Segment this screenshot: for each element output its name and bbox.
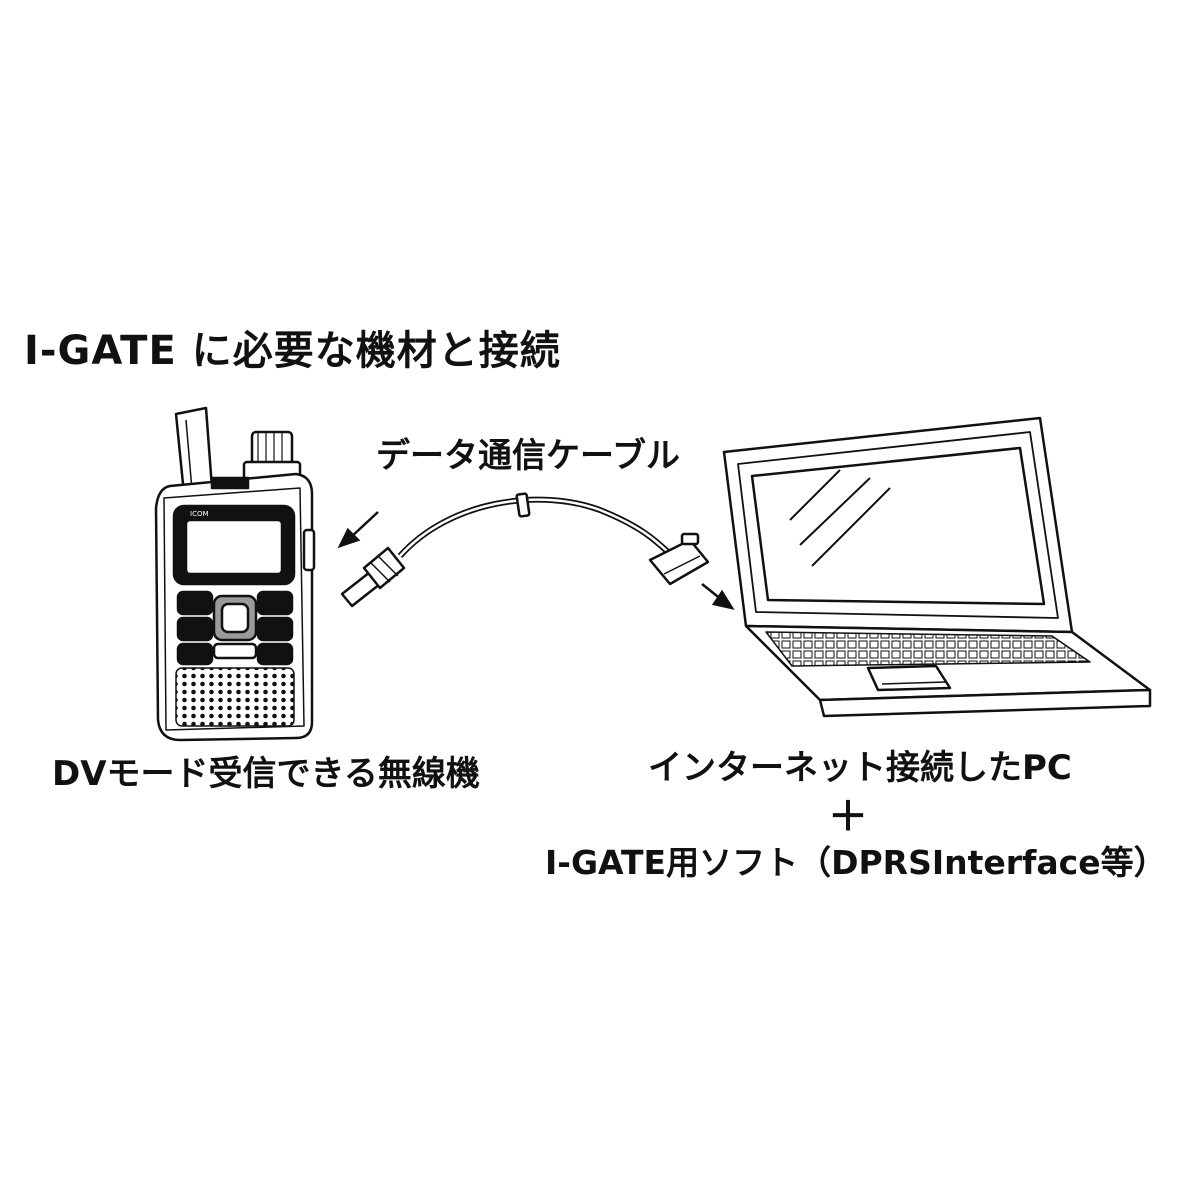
display [184,518,284,576]
diagram-title: I-GATE に必要な機材と接続 [24,328,561,374]
laptop-keyboard [765,631,1091,667]
laptop-front-edge [818,688,1152,718]
arrow-to-radio [337,511,379,549]
laptop-screen [750,446,1046,606]
arrow-to-pc [701,583,735,610]
cable-plug-body [362,546,406,590]
speaker-grille [175,667,295,727]
laptop-illustration [722,416,1152,718]
laptop-touchpad [866,664,952,692]
handheld-radio-illustration: ICOM [154,406,316,742]
data-cable-illustration [340,492,710,608]
cable-label: データ通信ケーブル [376,436,680,476]
plus-sign: ＋ [828,794,868,840]
keypad [176,590,294,666]
side-button [302,528,316,572]
pc-label: インターネット接続したPC [648,748,1072,788]
antenna [174,406,214,496]
radio-label: DVモード受信できる無線機 [52,754,480,794]
svg-text:ICOM: ICOM [190,510,209,518]
software-label: I-GATE用ソフト（DPRSInterface等） [545,843,1167,882]
